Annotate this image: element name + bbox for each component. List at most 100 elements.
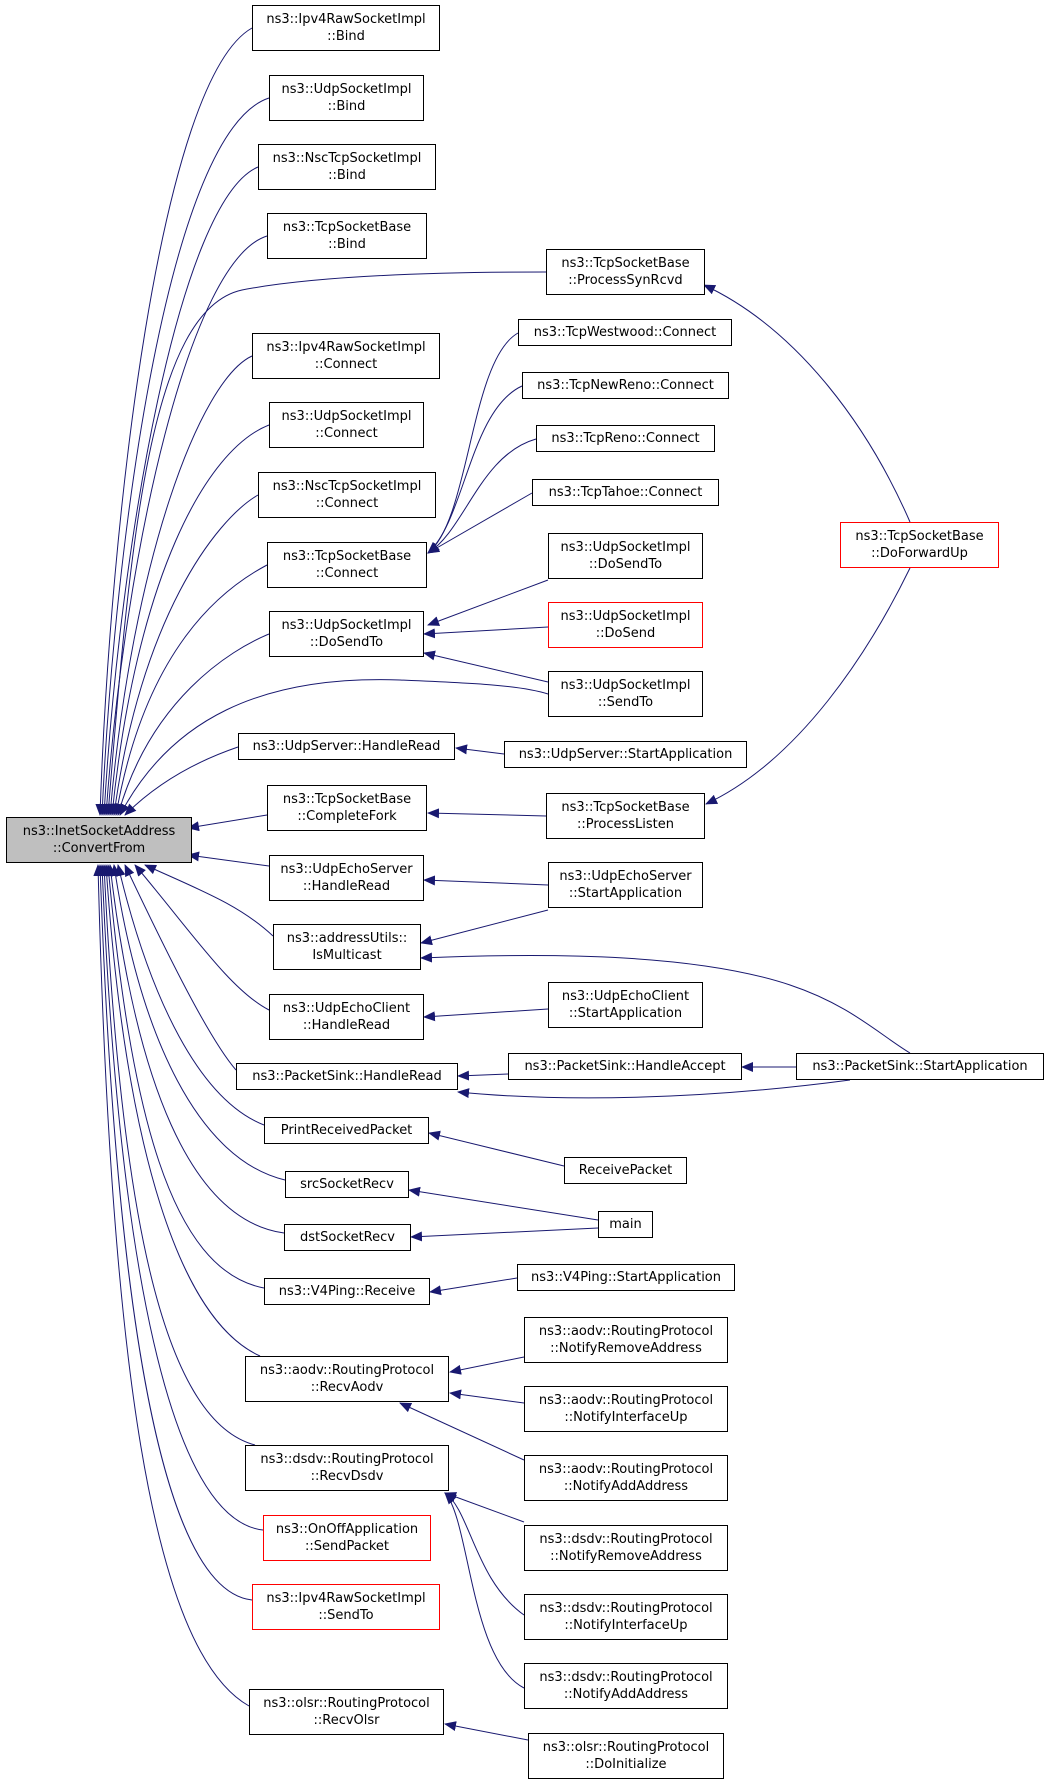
node-tcp-listen[interactable]: ns3::TcpSocketBase::ProcessListen bbox=[546, 793, 705, 839]
call-edge bbox=[115, 864, 265, 1126]
call-edge bbox=[449, 1356, 525, 1375]
node-tcp-complete-fork[interactable]: ns3::TcpSocketBase::CompleteFork bbox=[267, 785, 427, 831]
node-addr-is-multicast[interactable]: ns3::addressUtils::IsMulticast bbox=[273, 924, 421, 970]
node-label-line: ns3::TcpReno::Connect bbox=[551, 431, 700, 446]
node-aodv-recv[interactable]: ns3::aodv::RoutingProtocol::RecvAodv bbox=[245, 1356, 449, 1402]
call-edge bbox=[187, 851, 270, 867]
node-label-line: ns3::TcpTahoe::Connect bbox=[548, 485, 703, 500]
node-label-line: ::RecvDsdv bbox=[310, 1469, 384, 1484]
call-edge bbox=[97, 864, 264, 1531]
node-aodv-remove[interactable]: ns3::aodv::RoutingProtocol::NotifyRemove… bbox=[524, 1317, 728, 1363]
node-recv-packet[interactable]: ReceivePacket bbox=[564, 1157, 687, 1184]
node-echo-server-start[interactable]: ns3::UdpEchoServer::StartApplication bbox=[548, 862, 703, 908]
call-edge bbox=[427, 579, 549, 626]
node-dsdv-recv[interactable]: ns3::dsdv::RoutingProtocol::RecvDsdv bbox=[245, 1445, 449, 1491]
node-udp-do-send[interactable]: ns3::UdpSocketImpl::DoSend bbox=[548, 602, 703, 648]
node-label-line: ::DoSendTo bbox=[309, 635, 384, 650]
node-tcp-syn-rcvd[interactable]: ns3::TcpSocketBase::ProcessSynRcvd bbox=[546, 249, 705, 295]
node-label-line: ns3::OnOffApplication bbox=[275, 1522, 419, 1537]
node-reno[interactable]: ns3::TcpReno::Connect bbox=[536, 425, 715, 452]
node-v4ping-recv[interactable]: ns3::V4Ping::Receive bbox=[264, 1278, 430, 1305]
call-edge bbox=[105, 355, 253, 816]
node-label-line: ns3::addressUtils:: bbox=[286, 931, 408, 946]
node-label-line: ns3::Ipv4RawSocketImpl bbox=[266, 12, 426, 27]
call-edge bbox=[106, 864, 285, 1234]
node-packet-sink-h-r[interactable]: ns3::PacketSink::HandleRead bbox=[236, 1063, 458, 1090]
call-edge bbox=[444, 1492, 525, 1523]
node-src-recv[interactable]: srcSocketRecv bbox=[285, 1171, 409, 1198]
call-edge bbox=[110, 864, 286, 1181]
node-label-line: ns3::UdpEchoClient bbox=[561, 989, 690, 1004]
node-label-line: ns3::UdpEchoServer bbox=[559, 869, 692, 884]
node-label-line: ns3::olsr::RoutingProtocol bbox=[263, 1696, 430, 1711]
node-sink-accept[interactable]: ns3::PacketSink::HandleAccept bbox=[508, 1053, 742, 1080]
call-edge bbox=[455, 744, 505, 755]
node-label-line: ns3::dsdv::RoutingProtocol bbox=[539, 1670, 713, 1685]
node-olsr-init[interactable]: ns3::olsr::RoutingProtocol::DoInitialize bbox=[528, 1733, 724, 1779]
node-aodv-add[interactable]: ns3::aodv::RoutingProtocol::NotifyAddAdd… bbox=[524, 1455, 728, 1501]
node-label-line: ::StartApplication bbox=[568, 1006, 683, 1021]
node-label-line: ns3::TcpWestwood::Connect bbox=[533, 325, 717, 340]
node-label-line: dstSocketRecv bbox=[300, 1230, 395, 1245]
node-udp-send-to[interactable]: ns3::UdpSocketImpl::SendTo bbox=[548, 671, 703, 717]
node-label-line: ::DoInitialize bbox=[585, 1757, 667, 1772]
node-sink-start[interactable]: ns3::PacketSink::StartApplication bbox=[796, 1053, 1044, 1080]
node-tahoe[interactable]: ns3::TcpTahoe::Connect bbox=[532, 479, 719, 506]
call-edge bbox=[427, 438, 537, 554]
node-tcp-bind[interactable]: ns3::TcpSocketBase::Bind bbox=[267, 213, 427, 259]
node-dst-recv[interactable]: dstSocketRecv bbox=[284, 1224, 411, 1251]
call-edge bbox=[457, 1070, 509, 1081]
node-udp-bind[interactable]: ns3::UdpSocketImpl::Bind bbox=[269, 75, 424, 121]
node-root: ns3::InetSocketAddress::ConvertFrom bbox=[6, 817, 192, 863]
node-udp-do-send-to2[interactable]: ns3::UdpSocketImpl::DoSendTo bbox=[548, 533, 703, 579]
call-edge bbox=[423, 875, 549, 886]
node-label-line: ::DoForwardUp bbox=[871, 546, 968, 561]
node-label-line: ::NotifyRemoveAddress bbox=[550, 1549, 702, 1564]
node-onoff-send[interactable]: ns3::OnOffApplication::SendPacket bbox=[263, 1515, 431, 1561]
node-dsdv-if-up[interactable]: ns3::dsdv::RoutingProtocol::NotifyInterf… bbox=[524, 1594, 728, 1640]
node-label-line: ::SendTo bbox=[318, 1608, 374, 1623]
node-echo-client-start[interactable]: ns3::UdpEchoClient::StartApplication bbox=[548, 982, 703, 1028]
node-newreno[interactable]: ns3::TcpNewReno::Connect bbox=[522, 372, 729, 399]
node-nsc-conn[interactable]: ns3::NscTcpSocketImpl::Connect bbox=[258, 472, 436, 518]
call-edge bbox=[101, 864, 261, 1357]
call-edge bbox=[95, 27, 253, 816]
node-print-recv[interactable]: PrintReceivedPacket bbox=[264, 1117, 429, 1144]
node-olsr-recv[interactable]: ns3::olsr::RoutingProtocol::RecvOlsr bbox=[249, 1689, 444, 1735]
node-tcp-conn[interactable]: ns3::TcpSocketBase::Connect bbox=[267, 542, 427, 588]
node-udp-echo-server-h-r[interactable]: ns3::UdpEchoServer::HandleRead bbox=[269, 855, 424, 901]
node-udp-server-start[interactable]: ns3::UdpServer::StartApplication bbox=[504, 741, 747, 768]
node-udp-do-send-to[interactable]: ns3::UdpSocketImpl::DoSendTo bbox=[269, 611, 424, 657]
node-label-line: ::DoSend bbox=[595, 626, 656, 641]
node-aodv-if-up[interactable]: ns3::aodv::RoutingProtocol::NotifyInterf… bbox=[524, 1386, 728, 1432]
node-nsc-bind[interactable]: ns3::NscTcpSocketImpl::Bind bbox=[258, 144, 436, 190]
node-dsdv-add[interactable]: ns3::dsdv::RoutingProtocol::NotifyAddAdd… bbox=[524, 1663, 728, 1709]
node-label-line: ::NotifyAddAddress bbox=[563, 1479, 689, 1494]
call-edge bbox=[427, 808, 547, 819]
node-udp-conn[interactable]: ns3::UdpSocketImpl::Connect bbox=[269, 402, 424, 448]
node-label-line: ns3::V4Ping::StartApplication bbox=[530, 1270, 722, 1285]
node-udp-server-h-r[interactable]: ns3::UdpServer::HandleRead bbox=[238, 733, 455, 760]
node-label-line: ::Connect bbox=[315, 496, 379, 511]
node-tcp-forward-up[interactable]: ns3::TcpSocketBase::DoForwardUp bbox=[840, 522, 999, 568]
node-westwood[interactable]: ns3::TcpWestwood::Connect bbox=[518, 319, 732, 346]
node-ipv4-send-to[interactable]: ns3::Ipv4RawSocketImpl::SendTo bbox=[252, 1584, 440, 1630]
node-label-line: ns3::aodv::RoutingProtocol bbox=[259, 1363, 435, 1378]
call-edge bbox=[423, 626, 549, 639]
node-udp-echo-client-h-r[interactable]: ns3::UdpEchoClient::HandleRead bbox=[269, 994, 424, 1040]
node-main[interactable]: main bbox=[598, 1211, 653, 1238]
node-label-line: ns3::dsdv::RoutingProtocol bbox=[539, 1601, 713, 1616]
call-edge bbox=[110, 494, 259, 816]
node-v4ping-start[interactable]: ns3::V4Ping::StartApplication bbox=[517, 1264, 735, 1291]
node-label-line: ::Bind bbox=[327, 99, 366, 114]
node-label-line: ::HandleRead bbox=[302, 879, 391, 894]
call-edge bbox=[119, 679, 549, 816]
node-label-line: ns3::UdpSocketImpl bbox=[560, 609, 691, 624]
node-label-line: ns3::dsdv::RoutingProtocol bbox=[539, 1532, 713, 1547]
node-ipv4-conn[interactable]: ns3::Ipv4RawSocketImpl::Connect bbox=[252, 333, 440, 379]
node-dsdv-remove[interactable]: ns3::dsdv::RoutingProtocol::NotifyRemove… bbox=[524, 1525, 728, 1571]
node-ipv4-bind[interactable]: ns3::Ipv4RawSocketImpl::Bind bbox=[252, 5, 440, 51]
node-label-line: ::Bind bbox=[327, 29, 365, 44]
node-label-line: ns3::PacketSink::StartApplication bbox=[812, 1059, 1028, 1074]
call-edge bbox=[144, 864, 274, 937]
